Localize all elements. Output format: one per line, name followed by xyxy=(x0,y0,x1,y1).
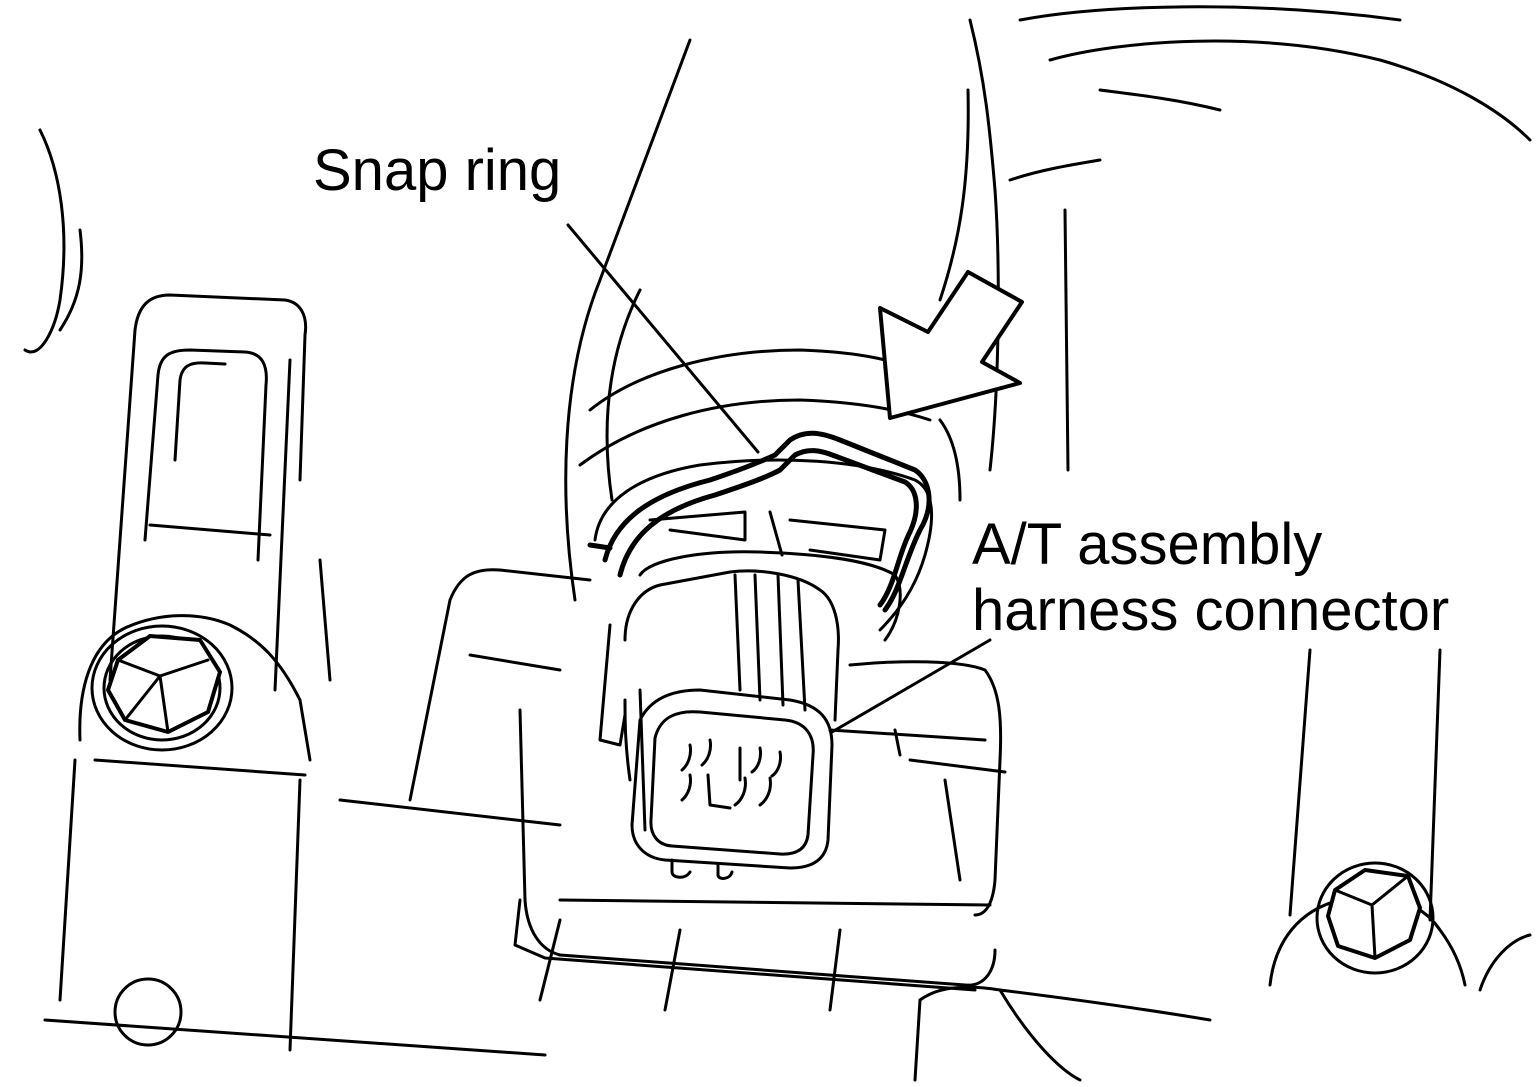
snap-ring-leader xyxy=(566,223,760,454)
harness-connector-label-line2: harness connector xyxy=(972,578,1450,643)
harness-connector-label-line1: A/T assembly xyxy=(972,512,1323,577)
arrow-down-left-icon xyxy=(878,270,1024,420)
left-bracket xyxy=(23,128,547,1057)
left-bolt xyxy=(90,624,234,752)
leader-lines xyxy=(566,223,992,734)
connector-housing xyxy=(338,568,1212,1082)
connector-leader xyxy=(830,638,992,734)
snap-ring-label: Snap ring xyxy=(313,138,562,203)
harness-connector-part xyxy=(598,569,840,880)
right-bracket xyxy=(1268,648,1532,992)
snap-ring-part xyxy=(587,430,934,642)
harness-connector-label: A/T assembly harness connector xyxy=(972,512,1449,644)
